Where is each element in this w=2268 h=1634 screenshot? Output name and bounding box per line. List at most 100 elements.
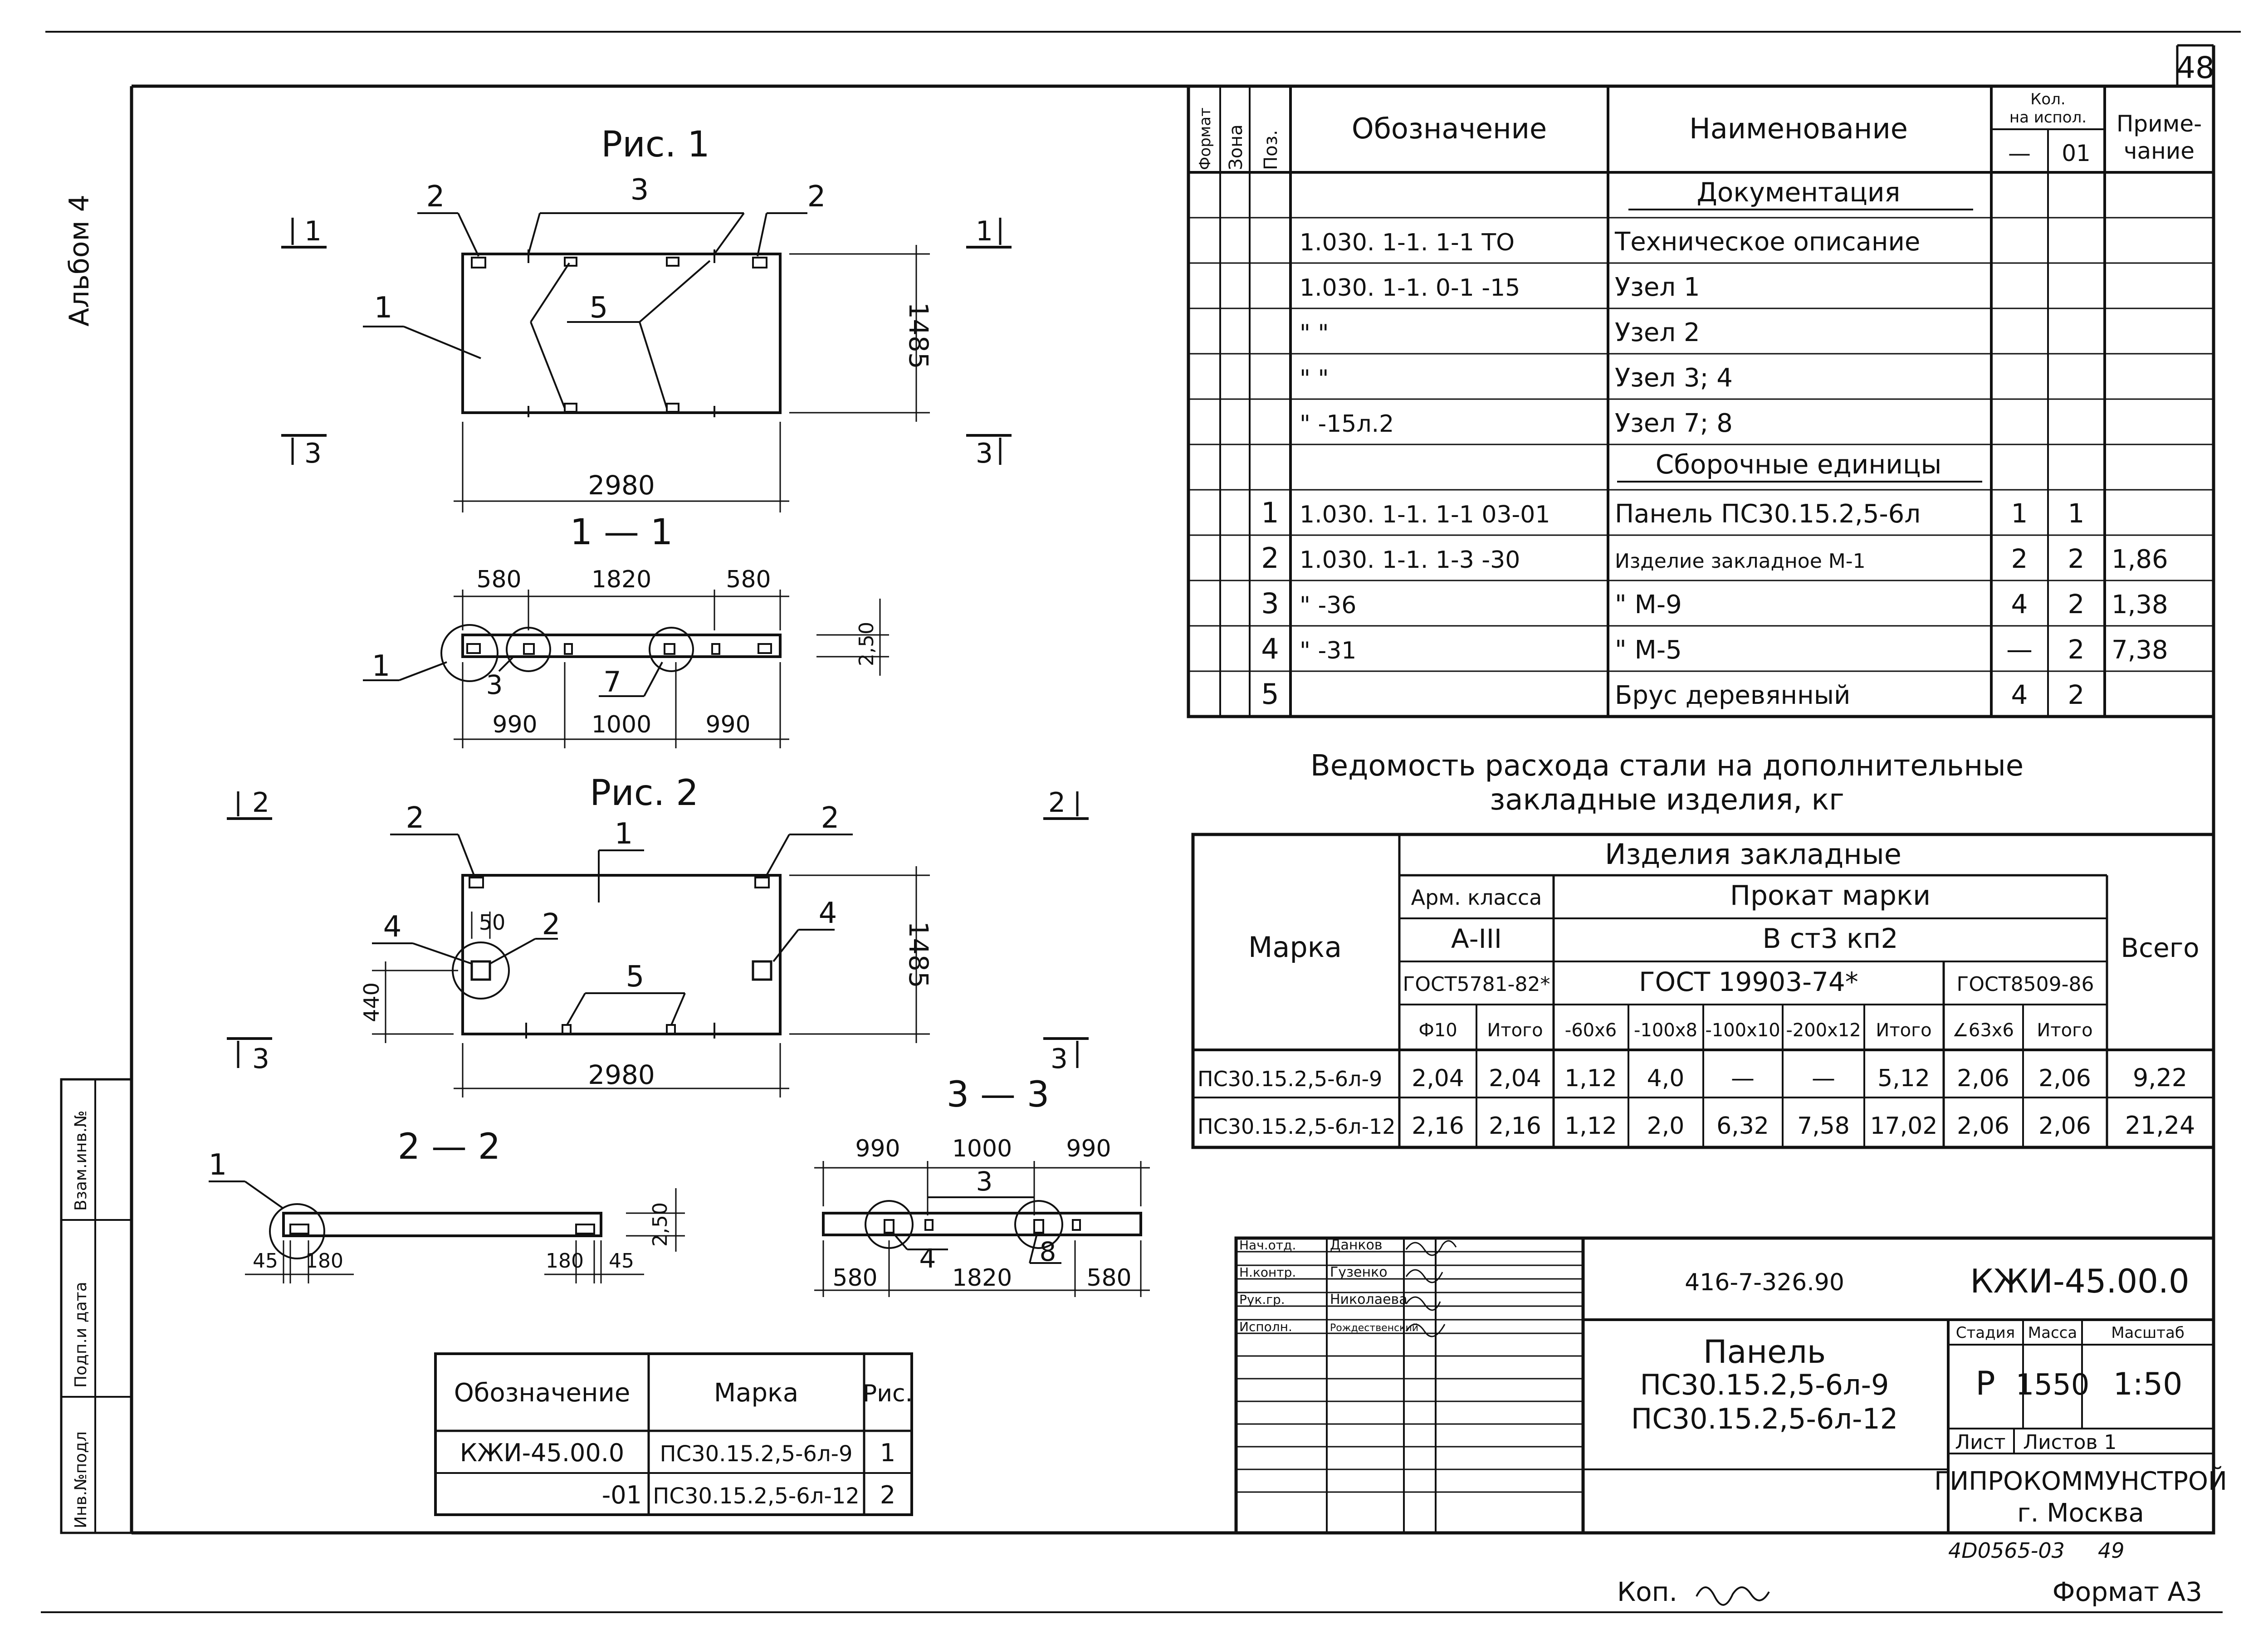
section-1-1: 1 — 1 [363, 512, 889, 748]
fig2-callout-1: 1 [615, 817, 633, 851]
steel-row-value: 2,16 [1412, 1112, 1464, 1140]
spec-note: 1,86 [2112, 545, 2168, 574]
marks-table [434, 1352, 913, 1516]
tb-name-3: Николаева [1330, 1292, 1408, 1307]
steel-row-value: 5,12 [1877, 1065, 1930, 1092]
spec-qty-b: 2 [2068, 679, 2085, 710]
spec-section-title: Сборочные единицы [1656, 449, 1942, 480]
fig1-mark-3-right: 3 [976, 438, 993, 469]
spec-qty-a: — [2006, 634, 2033, 665]
steel-subheader: -100х10 [1705, 1020, 1780, 1041]
section-2-2-dim-45-right: 45 [609, 1249, 634, 1273]
tb-scale: 1:50 [2113, 1366, 2183, 1402]
tb-sheets-label: Листов 1 [2023, 1431, 2116, 1454]
steel-row-value: 2,06 [1957, 1112, 2009, 1140]
album-label: Альбом 4 [64, 195, 95, 327]
fig2-panel-outline [461, 874, 782, 1035]
stamp-replace-inv: Взам.инв.№ [72, 1110, 90, 1211]
spec-designation: 1.030. 1-1. 1-1 03-01 [1300, 501, 1550, 528]
spec-header-qty-1: Кол. [2030, 90, 2065, 108]
section-1-1-dim-1820: 1820 [591, 566, 651, 593]
section-3-3-dim-580-left: 580 [832, 1264, 877, 1292]
section-1-1-dim-990-right: 990 [705, 711, 750, 738]
steel-subheader: Итого [1876, 1020, 1931, 1041]
section-2-2-thickness: 2,50 [649, 1202, 672, 1247]
spec-designation: " " [1300, 320, 1329, 347]
stamp-sign-date: Подп.и дата [72, 1282, 90, 1388]
steel-row-total: 9,22 [2133, 1063, 2187, 1092]
spec-name: Техническое описание [1614, 227, 1920, 257]
section-1-1-slab [461, 634, 782, 658]
marks-row-1-fig: 1 [880, 1439, 895, 1467]
spec-qty-b: 1 [2068, 498, 2085, 529]
section-2-2-slab [282, 1212, 602, 1237]
tb-role-4: Исполн. [1239, 1319, 1292, 1334]
archive-sheet: 49 [2098, 1538, 2125, 1563]
steel-table [1191, 833, 2215, 1149]
tb-header-scale: Масштаб [2111, 1324, 2185, 1342]
steel-header-prokat: Прокат марки [1730, 880, 1931, 912]
steel-subheader: Итого [2037, 1020, 2092, 1041]
steel-row-value: 2,16 [1489, 1112, 1541, 1140]
spec-name: " М-9 [1615, 590, 1682, 619]
section-1-1-dim-580-right: 580 [726, 566, 771, 593]
figure-1: Рис. 1 [281, 124, 1012, 512]
tb-stage: Р [1975, 1364, 1995, 1402]
stamp-inv-no: Инв.№подл [72, 1431, 90, 1528]
section-1-1-title: 1 — 1 [570, 512, 673, 553]
side-stamp: Инв.№подл Подп.и дата Взам.инв.№ [60, 1078, 133, 1534]
marks-row-2-designation: -01 [602, 1481, 642, 1509]
spec-name: Узел 7; 8 [1615, 409, 1733, 438]
spec-table [1187, 84, 2215, 718]
spec-designation: 1.030. 1-1. 1-1 ТО [1300, 229, 1515, 256]
section-3-3-dim-1820: 1820 [952, 1264, 1012, 1292]
spec-header-name: Наименование [1689, 112, 1908, 145]
fig1-mark-1-left: 1 [304, 215, 322, 247]
steel-row-value: 6,32 [1716, 1112, 1769, 1140]
fig2-offset-440: 440 [359, 982, 384, 1022]
tb-signatures [1405, 1240, 1457, 1337]
spec-designation: 1.030. 1-1. 1-3 -30 [1300, 546, 1520, 574]
section-2-2-dim-45-left: 45 [253, 1249, 278, 1273]
fig2-offset-50: 50 [479, 910, 506, 935]
section-2-2: 2 — 2 [209, 1127, 685, 1283]
steel-header-gost1: ГОСТ5781-82* [1403, 973, 1550, 996]
marks-row-1-designation: КЖИ-45.00.0 [460, 1439, 625, 1467]
steel-header-gost2: ГОСТ 19903-74* [1639, 966, 1858, 997]
fig1-mark-3-left: 3 [304, 438, 322, 469]
fig1-title: Рис. 1 [601, 124, 710, 165]
steel-header-gost3: ГОСТ8509-86 [1957, 973, 2094, 996]
copy-signature [1696, 1586, 1770, 1606]
steel-header-vst: В ст3 кп2 [1762, 923, 1898, 955]
spec-pos: 2 [1261, 541, 1279, 575]
fig2-title: Рис. 2 [590, 773, 699, 814]
fig2-mark-2-left: 2 [252, 787, 269, 819]
sheet-frame [41, 31, 2241, 1613]
steel-subheader: ∠63х6 [1952, 1020, 2014, 1041]
section-1-1-dim-580-left: 580 [476, 566, 521, 593]
fig2-callout-4-right: 4 [819, 897, 837, 930]
spec-qty-b: 2 [2068, 634, 2085, 665]
archive-number: 4D0565-03 [1948, 1538, 2065, 1563]
tb-product-line2: ПС30.15.2,5-6л-9 [1640, 1368, 1889, 1401]
tb-project-code: 416-7-326.90 [1685, 1269, 1844, 1296]
section-2-2-dim-180-left: 180 [305, 1249, 343, 1273]
tb-name-1: Данков [1330, 1237, 1383, 1253]
figure-2: Рис. 2 [227, 773, 1089, 1097]
fig2-callout-2-mid: 2 [542, 908, 561, 941]
marks-row-1-marka: ПС30.15.2,5-6л-9 [660, 1441, 852, 1467]
steel-header-izdeliya: Изделия закладные [1605, 838, 1901, 871]
spec-header-note-1: Приме- [2116, 111, 2202, 137]
title-block [1234, 1236, 2215, 1535]
fig1-leaders [363, 212, 807, 409]
fig2-callout-4-left: 4 [383, 910, 402, 944]
steel-title-1: Ведомость расхода стали на дополнительны… [1310, 749, 2024, 783]
tb-org-line1: ГИПРОКОММУНСТРОЙ [1934, 1466, 2227, 1496]
spec-qty-a: 1 [2011, 498, 2028, 529]
section-3-3-dim-1000: 1000 [952, 1135, 1012, 1162]
steel-row-value: 7,58 [1797, 1112, 1850, 1140]
spec-pos: 4 [1261, 632, 1279, 665]
spec-name: Брус деревянный [1615, 681, 1850, 710]
steel-row-value: 1,12 [1564, 1065, 1617, 1092]
